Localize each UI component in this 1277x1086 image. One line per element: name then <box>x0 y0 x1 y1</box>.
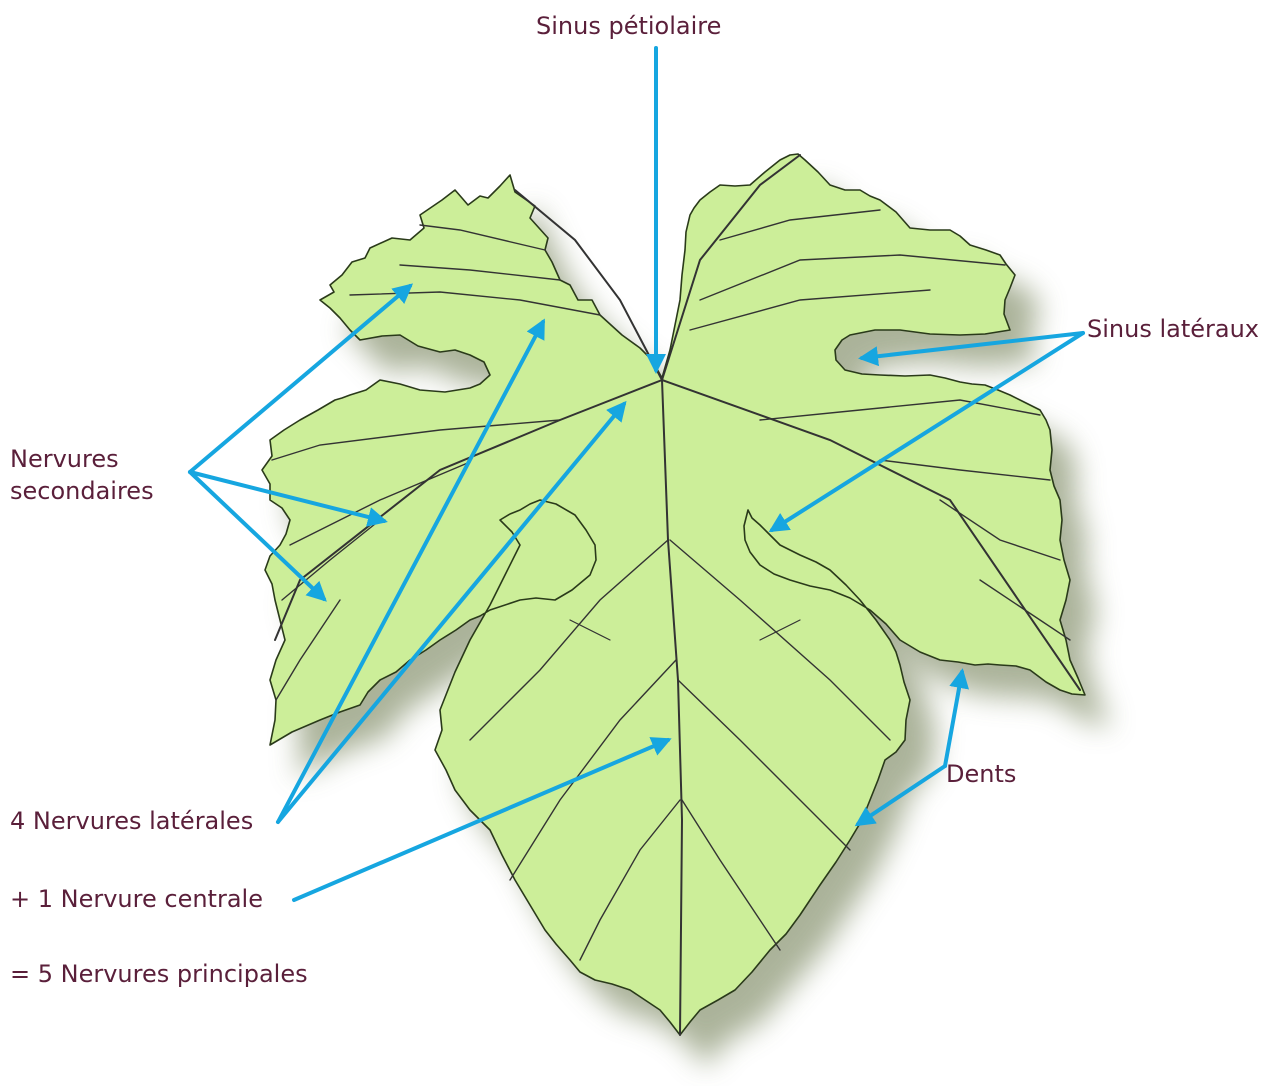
label-nervures-principales: = 5 Nervures principales <box>10 958 308 990</box>
label-sinus-petiolaire: Sinus pétiolaire <box>536 10 721 42</box>
label-nervures-secondaires-line1: Nervures <box>10 443 154 475</box>
leaf-blade <box>262 154 1085 1035</box>
label-nervures-secondaires-line2: secondaires <box>10 475 154 507</box>
label-nervures-secondaires: Nervures secondaires <box>10 443 154 508</box>
label-nervure-centrale: + 1 Nervure centrale <box>10 883 263 915</box>
label-dents: Dents <box>946 758 1016 790</box>
label-sinus-lateraux: Sinus latéraux <box>1087 313 1259 345</box>
arrow-dents-1 <box>945 672 962 766</box>
label-nervures-laterales: 4 Nervures latérales <box>10 805 253 837</box>
